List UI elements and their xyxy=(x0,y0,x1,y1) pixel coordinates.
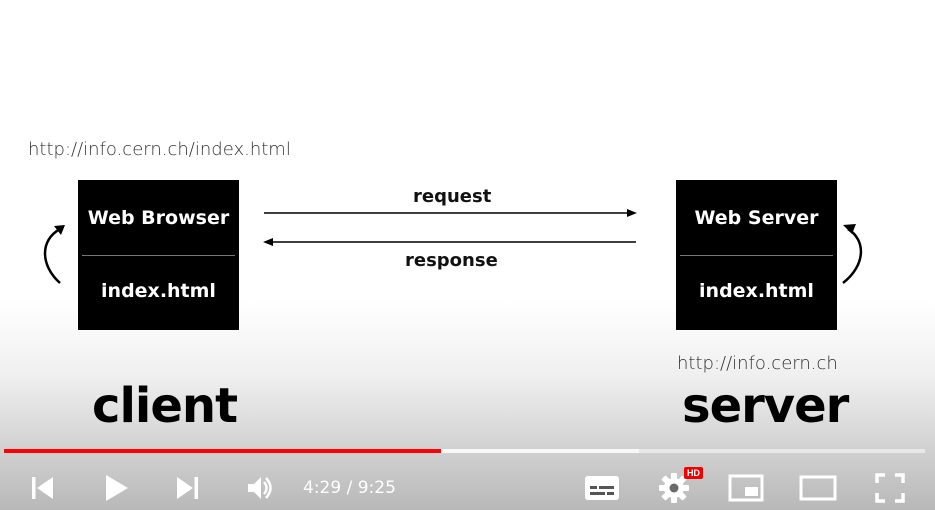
response-arrow xyxy=(263,238,636,246)
server-loop-arrow xyxy=(842,224,863,284)
server-url: http://info.cern.ch xyxy=(677,353,838,374)
progress-bar[interactable] xyxy=(4,449,925,453)
time-display: 4:29 / 9:25 xyxy=(303,478,396,498)
web-server-label: Web Server xyxy=(694,207,819,229)
server-label: server xyxy=(682,378,849,434)
previous-button[interactable] xyxy=(22,465,62,510)
fullscreen-icon xyxy=(875,472,905,503)
theater-mode-icon xyxy=(799,475,837,500)
box-divider xyxy=(82,255,235,256)
client-file-label: index.html xyxy=(101,280,216,302)
server-file-label: index.html xyxy=(699,280,814,302)
web-browser-label: Web Browser xyxy=(87,207,230,229)
settings-icon xyxy=(659,472,689,503)
fullscreen-button[interactable] xyxy=(868,465,912,510)
settings-button[interactable] xyxy=(652,465,696,510)
web-server-box: Web Server index.html xyxy=(676,180,837,330)
theater-mode-button[interactable] xyxy=(796,465,840,510)
previous-icon xyxy=(32,476,53,499)
volume-icon xyxy=(248,476,272,499)
subtitles-icon xyxy=(585,475,619,500)
next-button[interactable] xyxy=(168,465,208,510)
client-loop-arrow xyxy=(43,225,65,284)
subtitles-button[interactable] xyxy=(580,465,624,510)
request-arrow xyxy=(264,209,637,217)
request-label: request xyxy=(413,186,492,207)
miniplayer-button[interactable] xyxy=(724,465,768,510)
player-controls: 4:29 / 9:25 xyxy=(0,465,935,510)
hd-badge: HD xyxy=(684,467,703,479)
response-label: response xyxy=(405,250,498,271)
client-label: client xyxy=(92,378,238,434)
play-button[interactable] xyxy=(96,465,136,510)
box-divider xyxy=(680,255,833,256)
play-icon xyxy=(106,474,128,501)
volume-button[interactable] xyxy=(240,465,280,510)
played-bar xyxy=(4,449,442,453)
web-browser-box: Web Browser index.html xyxy=(78,180,239,330)
miniplayer-icon xyxy=(728,474,764,501)
next-icon xyxy=(177,476,198,499)
client-url: http://info.cern.ch/index.html xyxy=(28,139,291,160)
